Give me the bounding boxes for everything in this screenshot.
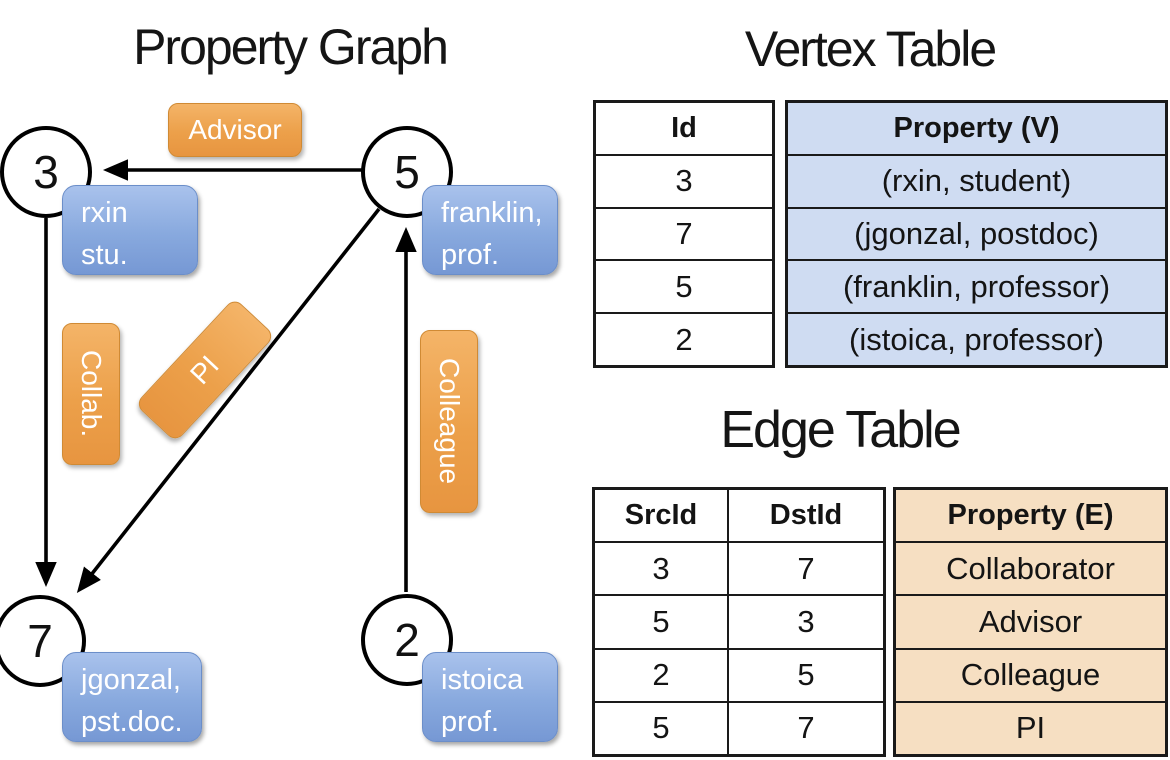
edge-table-dstid-cell: 7 bbox=[727, 543, 883, 595]
edge-label-collab: Collab. bbox=[62, 323, 120, 465]
edge-label-advisor-text: Advisor bbox=[188, 114, 282, 145]
vertex-table-property-header: Property (V) bbox=[788, 103, 1165, 154]
edge-table-property-header: Property (E) bbox=[896, 490, 1165, 542]
vertex-table-property-cell: (rxin, student) bbox=[788, 153, 1165, 207]
vertex-table-id-cell: 5 bbox=[596, 259, 772, 312]
edge-label-colleague-text: Colleague bbox=[434, 358, 465, 485]
edge-table-property-cell: Collaborator bbox=[896, 541, 1165, 595]
vertex-property-box-franklin: franklin, prof. bbox=[422, 185, 558, 275]
edge-table-dstid-header: DstId bbox=[727, 490, 883, 542]
node-2-id: 2 bbox=[394, 614, 420, 666]
edge-table-title: Edge Table bbox=[720, 401, 961, 459]
edge-table-id-columns: SrcId DstId 3 7 5 3 2 5 5 7 bbox=[592, 487, 886, 757]
vertex-property-line: prof. bbox=[441, 239, 500, 272]
node-3-id: 3 bbox=[33, 146, 59, 198]
edge-table-dstid-cell: 3 bbox=[727, 596, 883, 648]
vertex-table-id-cell: 3 bbox=[596, 153, 772, 207]
edge-label-pi-text: PI bbox=[184, 349, 225, 390]
edge-table-row: 3 7 bbox=[595, 541, 883, 595]
vertex-table-id-cell: 7 bbox=[596, 206, 772, 260]
edge-table-srcid-cell: 5 bbox=[652, 710, 670, 746]
vertex-table-property-cell: (jgonzal, postdoc) bbox=[788, 206, 1165, 260]
vertex-property-box-jgonzal: jgonzal, pst.doc. bbox=[62, 652, 202, 742]
edge-label-colleague: Colleague bbox=[420, 330, 478, 513]
vertex-property-box-istoica: istoica prof. bbox=[422, 652, 558, 742]
edge-table-dstid-cell: 7 bbox=[727, 702, 883, 755]
edge-table-property-cell: PI bbox=[896, 700, 1165, 755]
edge-table-dstid-cell: 5 bbox=[727, 649, 883, 701]
vertex-property-line: stu. bbox=[81, 239, 128, 272]
vertex-table-id-column: Id 3 7 5 2 bbox=[593, 100, 775, 368]
vertex-property-box-rxin: rxin stu. bbox=[62, 185, 198, 275]
vertex-property-line: istoica bbox=[441, 664, 524, 696]
property-graph-title: Property Graph bbox=[133, 19, 449, 75]
vertex-table-property-column: Property (V) (rxin, student) (jgonzal, p… bbox=[785, 100, 1168, 368]
vertex-table-property-cell: (istoica, professor) bbox=[788, 312, 1165, 365]
vertex-table-id-header: Id bbox=[671, 111, 697, 144]
edge-table-property-column: Property (E) Collaborator Advisor Collea… bbox=[893, 487, 1168, 757]
vertex-table-property-cell: (franklin, professor) bbox=[788, 259, 1165, 313]
edge-label-advisor: Advisor bbox=[168, 103, 302, 157]
vertex-table-title: Vertex Table bbox=[744, 21, 997, 77]
edge-table-property-cell: Advisor bbox=[896, 594, 1165, 648]
edge-table-header-row: SrcId DstId bbox=[595, 490, 883, 542]
edge-5-to-7-pi-line bbox=[76, 207, 381, 593]
vertex-property-line: franklin, bbox=[441, 197, 543, 229]
edge-table-srcid-cell: 2 bbox=[652, 657, 670, 693]
edge-table-row: 2 5 bbox=[595, 647, 883, 701]
node-7-id: 7 bbox=[27, 615, 53, 667]
vertex-property-line: pst.doc. bbox=[81, 706, 183, 739]
edge-table-row: 5 7 bbox=[595, 700, 883, 755]
edge-table-srcid-cell: 3 bbox=[652, 550, 670, 586]
graph-node-5: 5 bbox=[361, 126, 453, 218]
vertex-property-line: jgonzal, bbox=[81, 664, 181, 696]
vertex-table-id-cell: 2 bbox=[596, 312, 772, 365]
vertex-property-line: rxin bbox=[81, 197, 128, 229]
edge-table-srcid-cell: 5 bbox=[652, 604, 670, 639]
vertex-property-line: prof. bbox=[441, 706, 500, 739]
edge-table-property-cell: Colleague bbox=[896, 647, 1165, 701]
edge-label-collab-text: Collab. bbox=[76, 350, 107, 438]
graph-edges-svg bbox=[35, 159, 417, 593]
node-5-id: 5 bbox=[394, 146, 420, 198]
edge-table-srcid-header: SrcId bbox=[624, 499, 698, 532]
edge-table-row: 5 3 bbox=[595, 594, 883, 648]
